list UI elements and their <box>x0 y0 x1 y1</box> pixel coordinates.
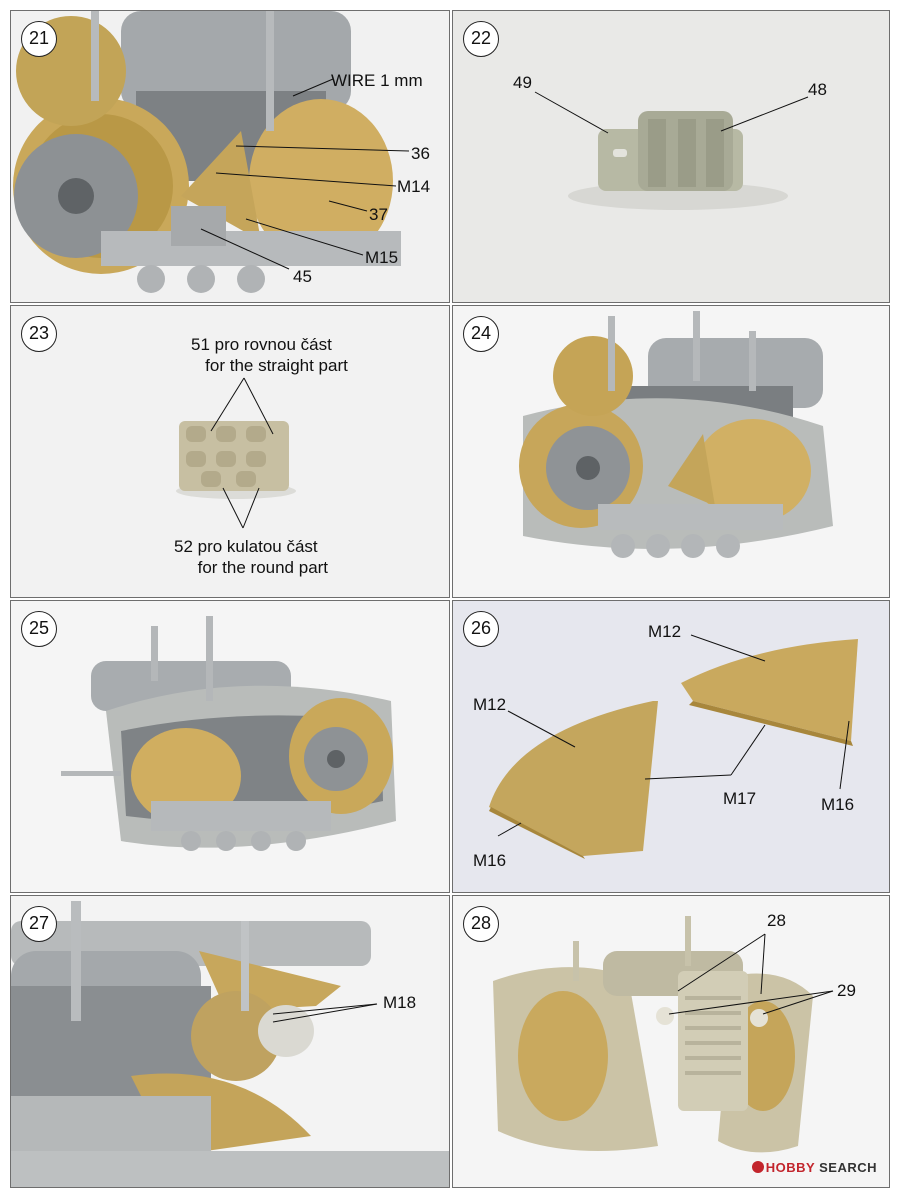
step-25-panel: 25 <box>10 600 450 893</box>
label-m12-left: M12 <box>473 695 507 714</box>
label-m17: M17 <box>723 789 757 808</box>
step-number: 23 <box>21 316 57 352</box>
step-27-photo <box>11 896 449 1187</box>
step-number: 28 <box>463 906 499 942</box>
logo-icon <box>751 1161 764 1173</box>
label-45: 45 <box>293 267 312 286</box>
step-23-photo <box>11 306 449 597</box>
step-25-photo <box>11 601 449 892</box>
step-number: 21 <box>21 21 57 57</box>
label-29: 29 <box>837 981 856 1000</box>
step-number: 27 <box>21 906 57 942</box>
label-m12-right: M12 <box>648 622 682 641</box>
step-number: 22 <box>463 21 499 57</box>
label-52: 52 pro kulatou část for the round part <box>174 537 329 578</box>
step-24-photo <box>453 306 889 597</box>
label-m16-right: M16 <box>821 795 855 814</box>
label-49: 49 <box>513 73 532 92</box>
label-28: 28 <box>767 911 786 930</box>
label-m18: M18 <box>383 993 417 1012</box>
step-28-photo <box>453 896 889 1187</box>
step-number: 24 <box>463 316 499 352</box>
label-36: 36 <box>411 144 430 163</box>
label-37: 37 <box>369 205 388 224</box>
label-48: 48 <box>808 80 827 99</box>
label-m15: M15 <box>365 248 399 267</box>
step-number: 25 <box>21 611 57 647</box>
label-wire: WIRE 1 mm <box>331 71 423 90</box>
watermark: HOBBY SEARCH <box>751 1160 877 1175</box>
label-m16-left: M16 <box>473 851 507 870</box>
step-number: 26 <box>463 611 499 647</box>
step-28-panel: 28 28 29 HOBBY SEARCH <box>452 895 890 1188</box>
label-51: 51 pro rovnou část for the straight part <box>191 335 348 376</box>
step-22-panel: 22 49 48 <box>452 10 890 303</box>
label-m14: M14 <box>397 177 431 196</box>
step-26-panel: 26 M12 M12 M17 M16 M16 <box>452 600 890 893</box>
step-23-panel: 23 51 pro rovnou část for the straight p… <box>10 305 450 598</box>
watermark-brand: HOBBY <box>765 1160 815 1175</box>
step-22-photo <box>453 11 889 302</box>
step-27-panel: 27 M18 <box>10 895 450 1188</box>
step-21-panel: 21 WIRE 1 mm 36 M14 37 M15 45 <box>10 10 450 303</box>
step-24-panel: 24 <box>452 305 890 598</box>
watermark-suffix: SEARCH <box>814 1160 877 1175</box>
step-26-photo <box>453 601 889 892</box>
